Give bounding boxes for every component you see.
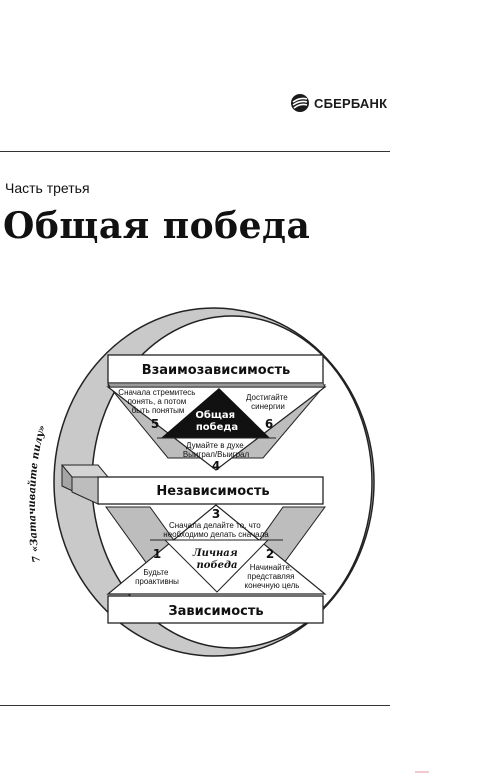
habit-4-number: 4 bbox=[212, 459, 220, 473]
habit-6-text: Достигайте синергии bbox=[246, 393, 290, 411]
bottom-rule bbox=[0, 705, 390, 706]
sberbank-logo: СБЕРБАНК bbox=[290, 92, 394, 114]
ring-label: 7 «Затачивайте пилу» bbox=[27, 424, 48, 563]
habit-2-text: Начинайте, представляя конечную цель bbox=[245, 563, 300, 590]
public-victory-label: Общая победа bbox=[195, 409, 238, 433]
habit-5-text: Сначала стремитесь понять, а потом быть … bbox=[118, 388, 197, 415]
dependence-bar bbox=[107, 595, 324, 624]
level-bottom-label: Зависимость bbox=[168, 604, 263, 619]
public-victory-triangle bbox=[161, 388, 270, 438]
habit-3-text: Сначала делайте то, что необходимо делат… bbox=[163, 521, 269, 539]
corner-mark bbox=[415, 771, 429, 773]
independence-bar bbox=[60, 464, 324, 505]
seven-habits-diagram: 7 «Затачивайте пилу» Взаимозависимость bbox=[0, 300, 483, 700]
habit-3-number: 3 bbox=[212, 507, 220, 521]
level-top-label: Взаимозависимость bbox=[142, 363, 290, 378]
top-rule bbox=[0, 151, 390, 152]
habit-1-text: Будьте проактивны bbox=[135, 568, 179, 586]
level-middle-label: Независимость bbox=[156, 484, 269, 499]
habit-1-number: 1 bbox=[153, 547, 161, 561]
interdependence-bar bbox=[107, 354, 326, 388]
section-title: Общая победа bbox=[3, 205, 311, 247]
habit-2-number: 2 bbox=[266, 547, 274, 561]
part-label: Часть третья bbox=[5, 180, 90, 196]
habit-6-number: 6 bbox=[265, 417, 273, 431]
logo-text: СБЕРБАНК bbox=[314, 95, 388, 111]
private-victory-label: Личная победа bbox=[192, 548, 241, 571]
habit-4-text: Думайте в духе Выиграл/Выиграл bbox=[183, 441, 250, 459]
habit-5-number: 5 bbox=[151, 417, 159, 431]
sberbank-logo-icon bbox=[291, 94, 309, 112]
